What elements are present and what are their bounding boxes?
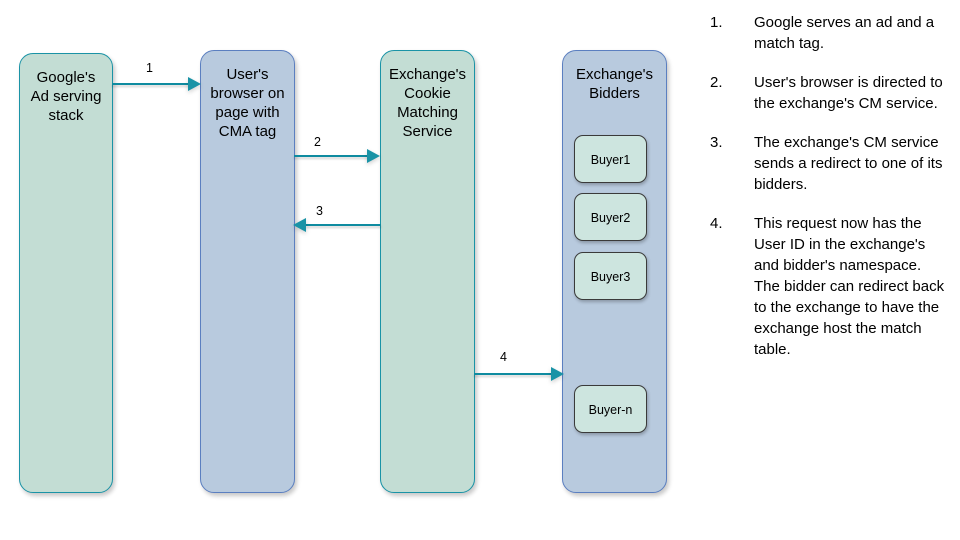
step-number: 2. bbox=[710, 74, 723, 91]
step-item: 4. This request now has the User ID in t… bbox=[710, 213, 950, 360]
arrow-2-head-icon bbox=[367, 149, 380, 163]
lane-user-browser[interactable]: User's browser on page with CMA tag bbox=[200, 50, 295, 493]
step-number: 4. bbox=[710, 215, 723, 232]
step-text: Google serves an ad and a match tag. bbox=[754, 14, 935, 52]
lane-exchange-cookie-matching-service[interactable]: Exchange's Cookie Matching Service bbox=[380, 50, 475, 493]
step-item: 2. User's browser is directed to the exc… bbox=[710, 72, 950, 114]
lane-google-label: Google's Ad serving stack bbox=[30, 69, 102, 124]
arrow-1-line bbox=[112, 83, 190, 85]
step-text: This request now has the User ID in the … bbox=[754, 215, 945, 358]
buyer-box[interactable]: Buyer1 bbox=[574, 135, 647, 183]
arrow-4-head-icon bbox=[551, 367, 564, 381]
buyer-box[interactable]: Buyer-n bbox=[574, 385, 647, 433]
arrow-3-line bbox=[306, 224, 381, 226]
arrow-3-label: 3 bbox=[316, 204, 323, 218]
step-number: 3. bbox=[710, 134, 723, 151]
lane-bidders-label: Exchange's Bidders bbox=[575, 66, 654, 102]
lane-browser-label: User's browser on page with CMA tag bbox=[210, 66, 285, 140]
step-item: 3. The exchange's CM service sends a red… bbox=[710, 132, 950, 195]
step-text: The exchange's CM service sends a redire… bbox=[754, 134, 943, 193]
arrow-3-head-icon bbox=[293, 218, 306, 232]
arrow-4-line bbox=[474, 373, 554, 375]
step-number: 1. bbox=[710, 14, 723, 31]
lane-google-ad-serving-stack[interactable]: Google's Ad serving stack bbox=[19, 53, 113, 493]
step-item: 1. Google serves an ad and a match tag. bbox=[710, 12, 950, 54]
step-text: User's browser is directed to the exchan… bbox=[754, 74, 943, 112]
arrow-1-head-icon bbox=[188, 77, 201, 91]
lane-cms-label: Exchange's Cookie Matching Service bbox=[388, 66, 467, 140]
steps-list: 1. Google serves an ad and a match tag. … bbox=[710, 12, 950, 378]
buyer-box[interactable]: Buyer3 bbox=[574, 252, 647, 300]
arrow-1-label: 1 bbox=[146, 61, 153, 75]
buyer-box[interactable]: Buyer2 bbox=[574, 193, 647, 241]
arrow-4-label: 4 bbox=[500, 350, 507, 364]
arrow-2-label: 2 bbox=[314, 135, 321, 149]
arrow-2-line bbox=[294, 155, 369, 157]
